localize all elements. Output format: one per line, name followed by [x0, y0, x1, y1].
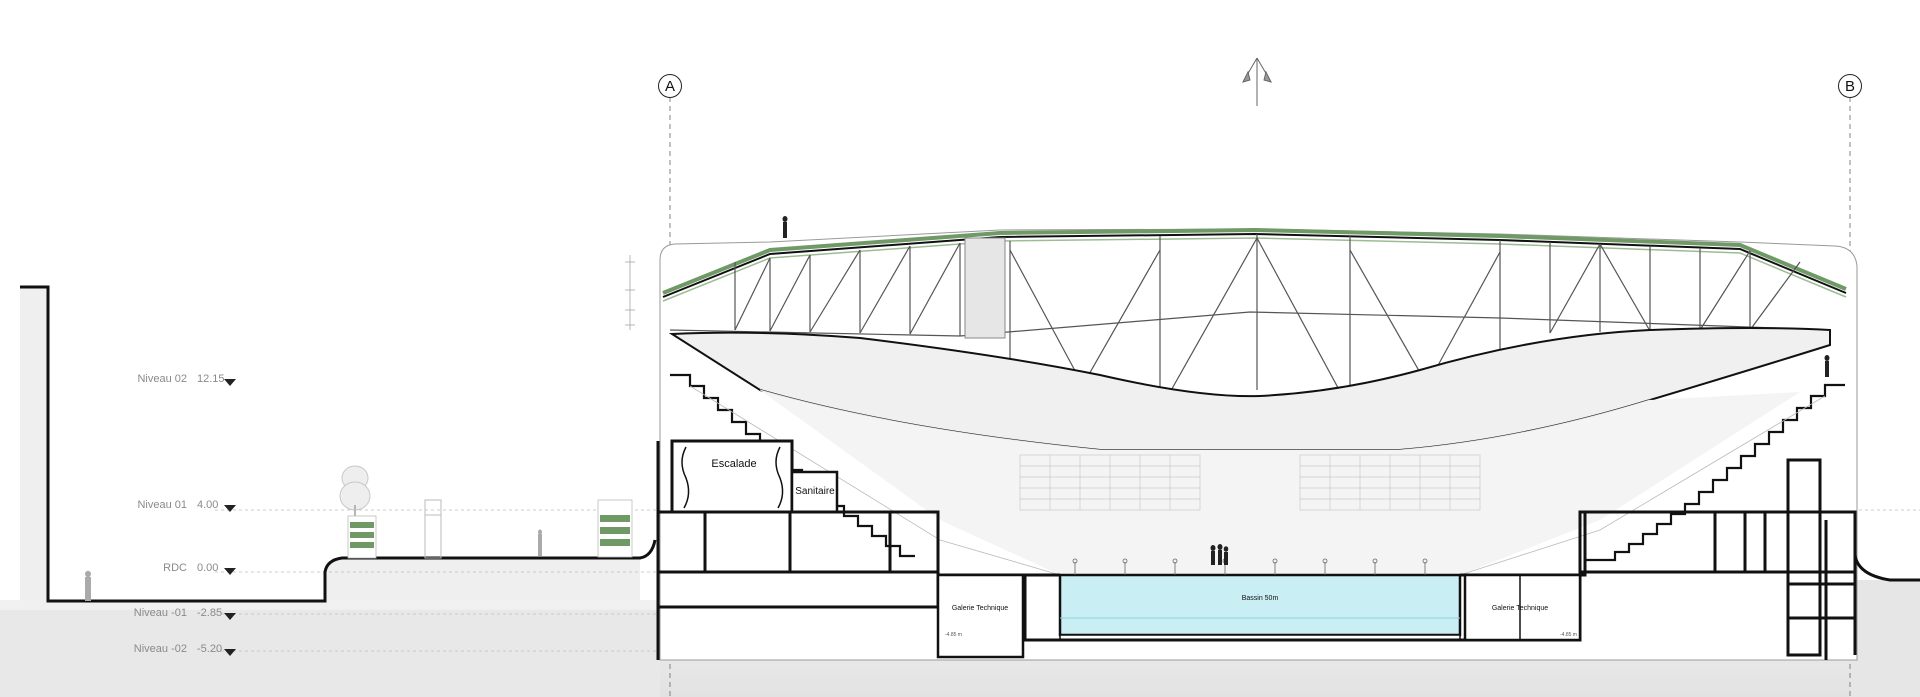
- level-name: Niveau -01: [134, 607, 187, 619]
- tree-icon: [339, 465, 377, 559]
- hall-interior: [760, 390, 1800, 575]
- pool-label: Bassin 50m: [1242, 595, 1279, 602]
- rdc-rooms-right: [1578, 458, 1857, 660]
- tribune-left: [670, 373, 1061, 576]
- level-markers: Niveau 02 12.15 Niveau 01 4.00 RDC 0.00 …: [134, 373, 236, 656]
- tribune-right: [1459, 383, 1845, 576]
- level-name: Niveau -02: [134, 643, 187, 655]
- level-triangle-icon: [224, 649, 236, 656]
- level-elevation: -2.85: [197, 607, 222, 619]
- climbing-room: Escalade: [670, 439, 794, 514]
- gallery-right-elev: -4.85 m: [1560, 632, 1577, 638]
- planter: [597, 499, 633, 558]
- level-marker-niveau-02: Niveau 02 12.15: [137, 373, 236, 386]
- north-arrow-icon: [1242, 57, 1272, 106]
- human-figures: [85, 216, 1830, 601]
- gallery-left-label: Galerie Technique: [952, 605, 1008, 612]
- level-triangle-icon: [224, 613, 236, 620]
- level-elevation: -5.20: [197, 643, 222, 655]
- grid-marker-b: B: [1838, 74, 1862, 98]
- grid-marker-b-label: B: [1845, 78, 1855, 95]
- level-name: Niveau 01: [137, 499, 187, 511]
- grid-marker-a-label: A: [665, 78, 675, 95]
- gallery-left-elev: -4.85 m: [945, 632, 962, 638]
- street-furniture: [424, 499, 442, 559]
- seating-grid-right: [1299, 454, 1481, 511]
- level-marker-niveau-minus-01: Niveau -01 -2.85: [134, 607, 236, 620]
- level-marker-niveau-01: Niveau 01 4.00: [137, 499, 236, 512]
- gallery-right: Galerie Technique -4.85 m: [1463, 573, 1582, 642]
- pool-basin: Bassin 50m: [1058, 573, 1462, 641]
- foundation-lines: [656, 520, 1920, 655]
- level-elevation: 4.00: [197, 499, 218, 511]
- level-triangle-icon: [224, 568, 236, 575]
- roof-truss: [669, 234, 1831, 411]
- level-triangle-icon: [224, 379, 236, 386]
- level-name: RDC: [163, 562, 187, 574]
- ground-mass: [0, 287, 1920, 697]
- level-triangle-icon: [224, 505, 236, 512]
- gallery-right-label: Galerie Technique: [1492, 605, 1548, 612]
- level-marker-niveau-minus-02: Niveau -02 -5.20: [134, 643, 236, 656]
- climbing-room-label: Escalade: [711, 458, 756, 470]
- level-elevation: 0.00: [197, 562, 218, 574]
- level-marker-rdc: RDC 0.00: [163, 562, 236, 575]
- level-elevation: 12.15: [197, 373, 225, 385]
- grid-marker-a: A: [658, 74, 682, 98]
- gallery-left: Galerie Technique -4.85 m: [936, 573, 1025, 659]
- seating-grid-left: [1019, 454, 1201, 511]
- central-column: [964, 237, 1006, 339]
- sanitary-room: Sanitaire: [790, 470, 839, 514]
- terrain-profile-left: [20, 285, 657, 603]
- level-name: Niveau 02: [137, 373, 187, 385]
- sanitary-room-label: Sanitaire: [795, 486, 835, 497]
- facade-dimension-marks: [625, 255, 635, 330]
